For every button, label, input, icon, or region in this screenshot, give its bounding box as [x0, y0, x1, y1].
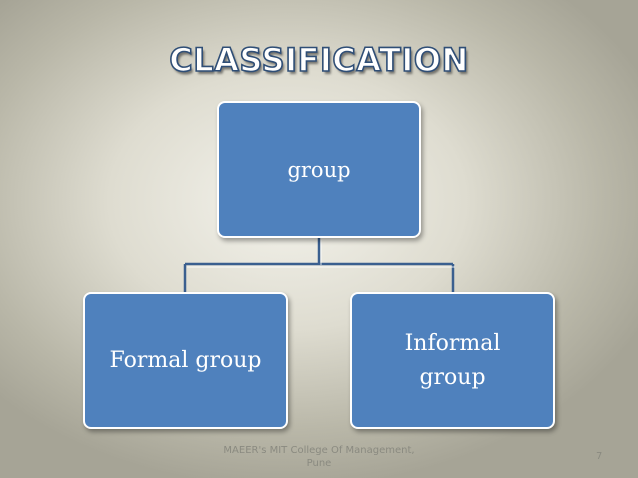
node-informal-group-label: Informal group [404, 330, 501, 390]
node-formal-group: Formal group [83, 292, 288, 429]
node-informal-group: Informal group [350, 292, 555, 429]
node-group: group [217, 101, 421, 238]
slide-footer: MAEER's MIT College Of Management, Pune [223, 445, 415, 469]
node-group-label: group [287, 157, 351, 182]
node-formal-group-label: Formal group [109, 348, 262, 373]
page-number: 7 [596, 451, 603, 462]
slide-title: CLASSIFICATION [168, 40, 469, 80]
